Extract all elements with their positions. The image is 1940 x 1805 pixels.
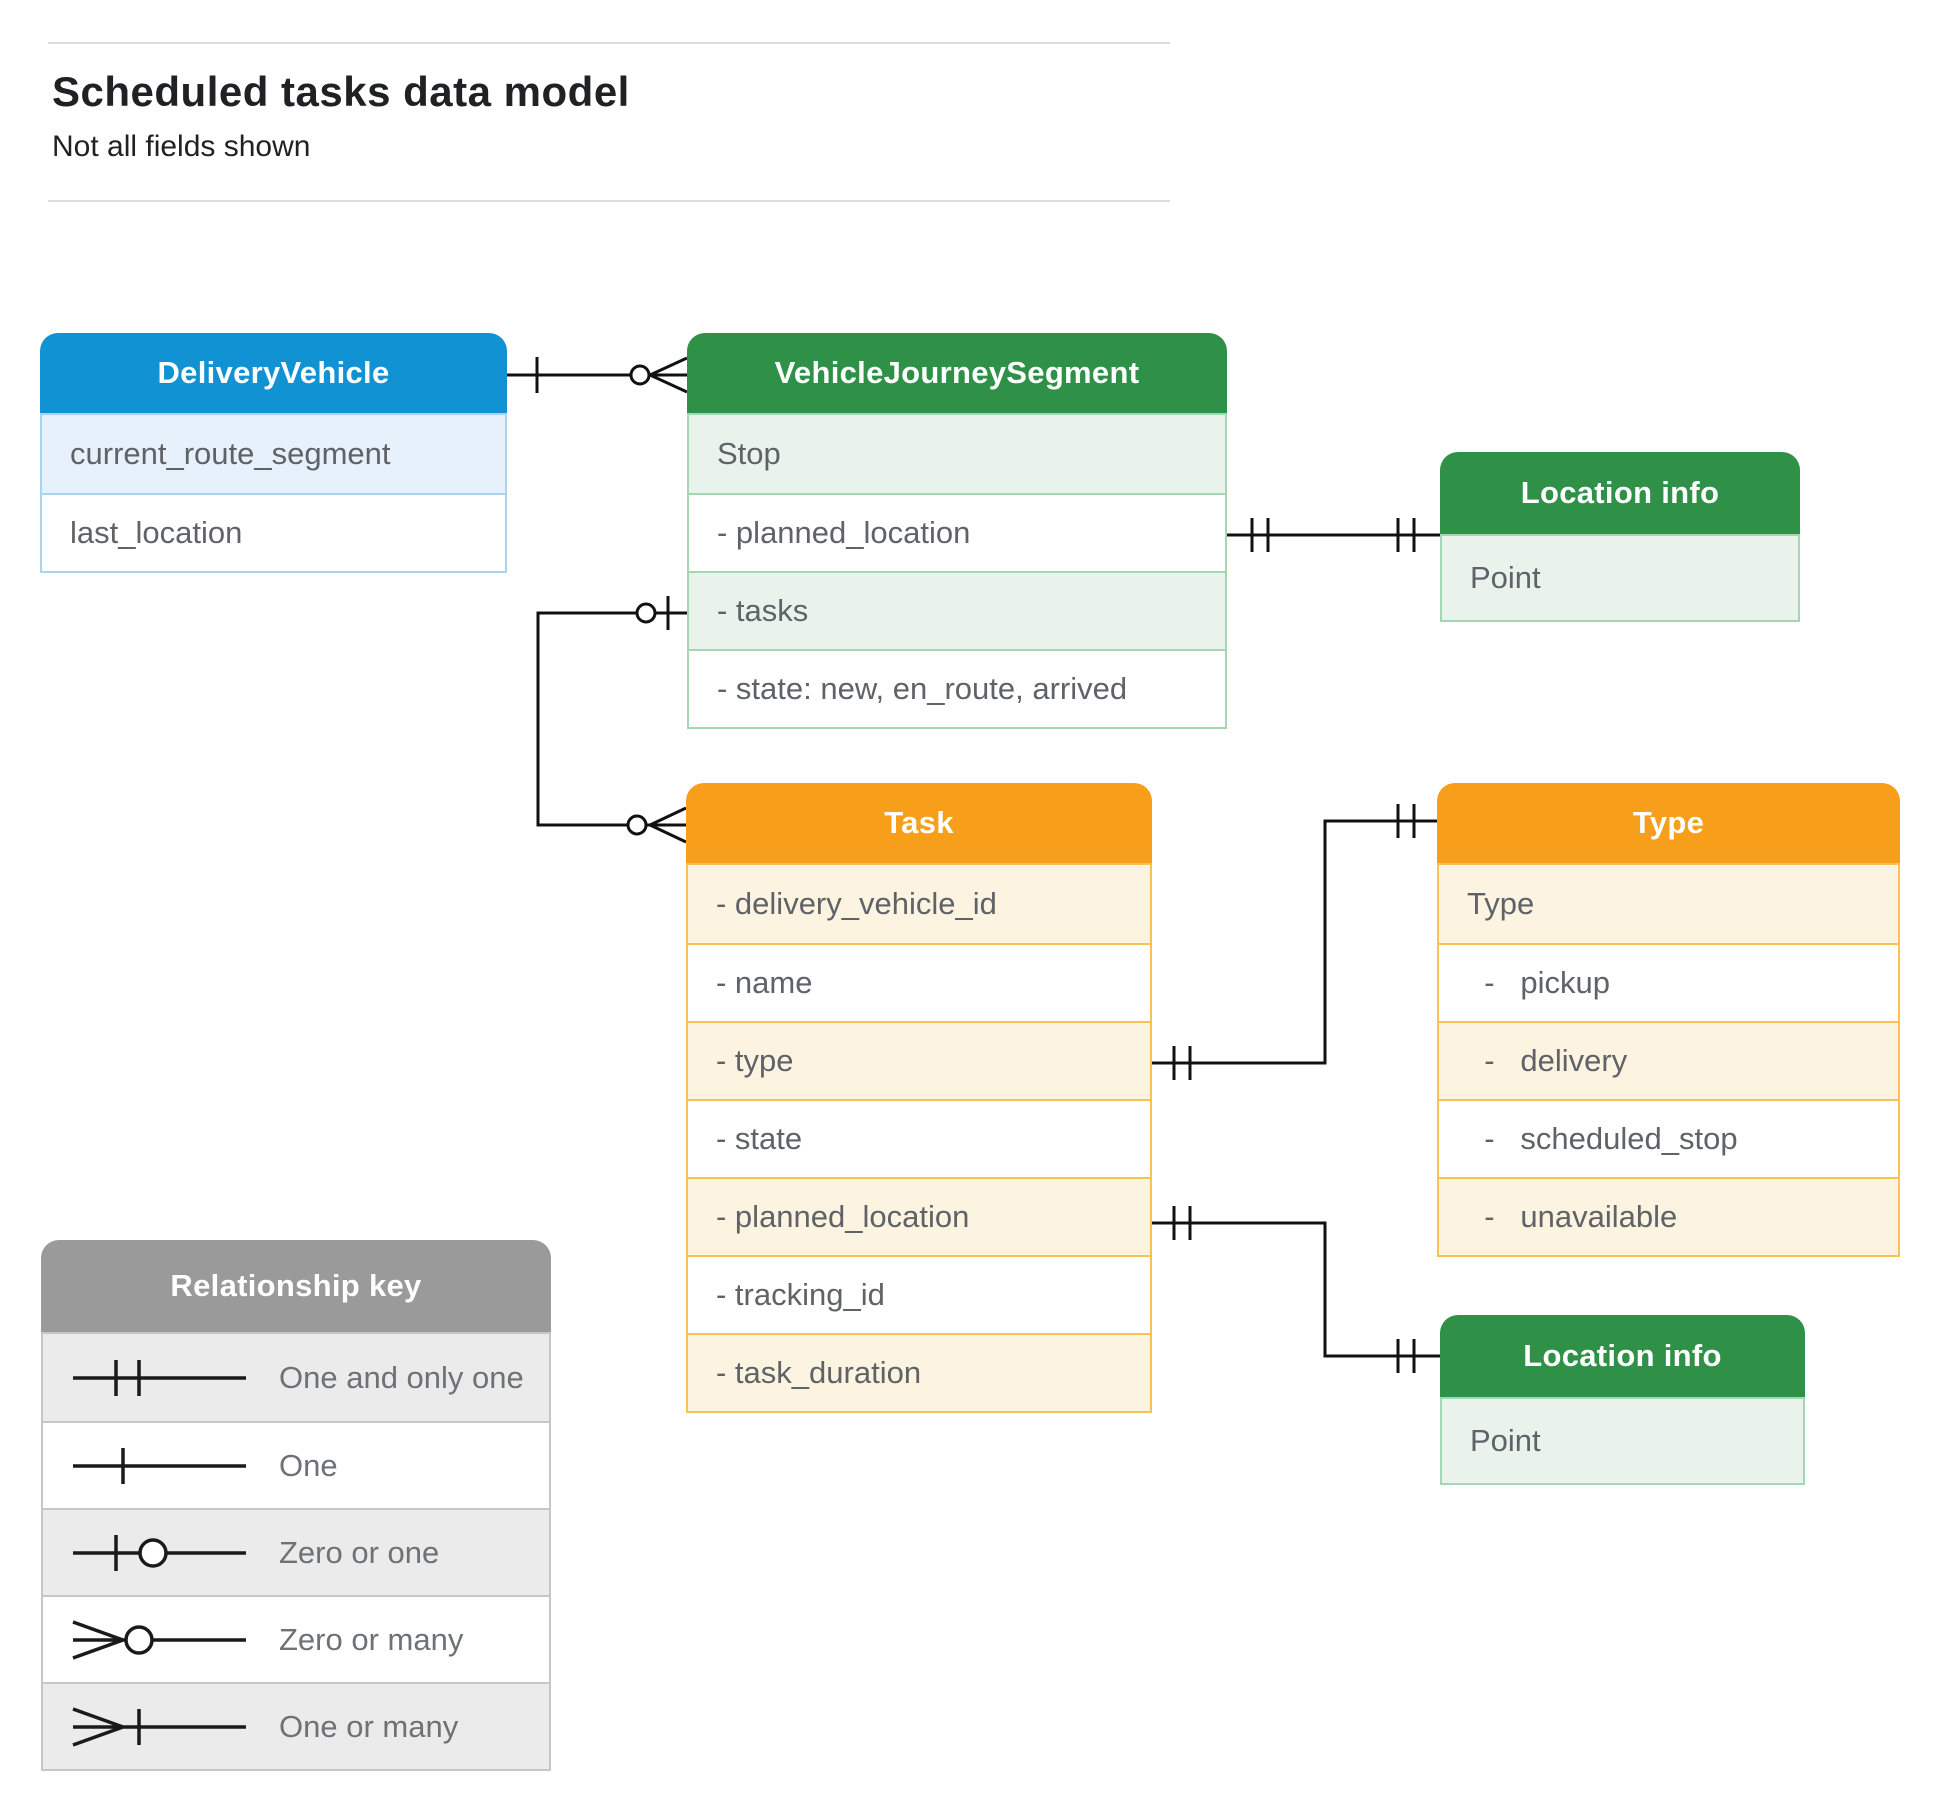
zero-or-many-symbol xyxy=(72,1620,246,1660)
relationship-key: Relationship key One and only one One Ze… xyxy=(41,1240,551,1771)
field-row: - pickup xyxy=(1439,943,1898,1021)
legend-item: One or many xyxy=(43,1682,549,1769)
one-or-many-symbol xyxy=(72,1707,246,1747)
header-divider xyxy=(48,200,1170,202)
field-row: - name xyxy=(688,943,1150,1021)
legend-label: Zero or one xyxy=(279,1534,440,1570)
legend-item: Zero or one xyxy=(43,1508,549,1595)
one-and-only-one-symbol xyxy=(73,1360,246,1396)
entity-title: Location info xyxy=(1440,1315,1805,1397)
field-row: Point xyxy=(1442,1399,1803,1483)
field-row: - unavailable xyxy=(1439,1177,1898,1255)
entity-location-info-top: Location info Point xyxy=(1440,452,1800,622)
legend-item: One and only one xyxy=(43,1334,549,1421)
one-symbol xyxy=(73,1448,246,1484)
field-row: - tracking_id xyxy=(688,1255,1150,1333)
connector-type-type-entity xyxy=(1152,804,1437,1080)
field-row: - planned_location xyxy=(688,1177,1150,1255)
field-row: - delivery xyxy=(1439,1021,1898,1099)
entity-vehicle-journey-segment: VehicleJourneySegment Stop - planned_loc… xyxy=(687,333,1227,729)
legend-item: Zero or many xyxy=(43,1595,549,1682)
zero-or-one-symbol xyxy=(73,1535,246,1571)
relationship-key-title: Relationship key xyxy=(41,1240,551,1332)
entity-task: Task - delivery_vehicle_id - name - type… xyxy=(686,783,1152,1413)
legend-label: One and only one xyxy=(279,1359,524,1395)
page-subtitle: Not all fields shown xyxy=(52,130,311,163)
legend-label: One or many xyxy=(279,1708,459,1744)
legend-item: One xyxy=(43,1421,549,1508)
legend-label: One xyxy=(279,1447,338,1483)
entity-title: Task xyxy=(686,783,1152,863)
field-row: - planned_location xyxy=(689,493,1225,571)
field-row: last_location xyxy=(42,493,505,571)
entity-type: Type Type - pickup - delivery - schedule… xyxy=(1437,783,1900,1257)
field-row: - type xyxy=(688,1021,1150,1099)
connector-plannedlocation-locationinfo-bottom xyxy=(1152,1206,1440,1373)
top-divider xyxy=(48,42,1170,44)
field-row: Point xyxy=(1442,536,1798,620)
connector-deliveryvehicle-vehiclejourneysegment xyxy=(507,356,688,394)
page-title: Scheduled tasks data model xyxy=(52,68,630,115)
entity-title: VehicleJourneySegment xyxy=(687,333,1227,413)
field-row: - state xyxy=(688,1099,1150,1177)
field-row: - task_duration xyxy=(688,1333,1150,1411)
entity-location-info-bottom: Location info Point xyxy=(1440,1315,1805,1485)
connector-plannedlocation-locationinfo-top xyxy=(1227,518,1440,552)
field-row: Stop xyxy=(689,415,1225,493)
field-row: - tasks xyxy=(689,571,1225,649)
connector-tasks-task xyxy=(536,596,687,844)
entity-title: Type xyxy=(1437,783,1900,863)
field-row: - delivery_vehicle_id xyxy=(688,865,1150,943)
entity-title: Location info xyxy=(1440,452,1800,534)
field-row: - scheduled_stop xyxy=(1439,1099,1898,1177)
legend-label: Zero or many xyxy=(279,1621,464,1657)
entity-delivery-vehicle: DeliveryVehicle current_route_segment la… xyxy=(40,333,507,573)
field-row: current_route_segment xyxy=(42,415,505,493)
entity-title: DeliveryVehicle xyxy=(40,333,507,413)
field-row: Type xyxy=(1439,865,1898,943)
field-row: - state: new, en_route, arrived xyxy=(689,649,1225,727)
